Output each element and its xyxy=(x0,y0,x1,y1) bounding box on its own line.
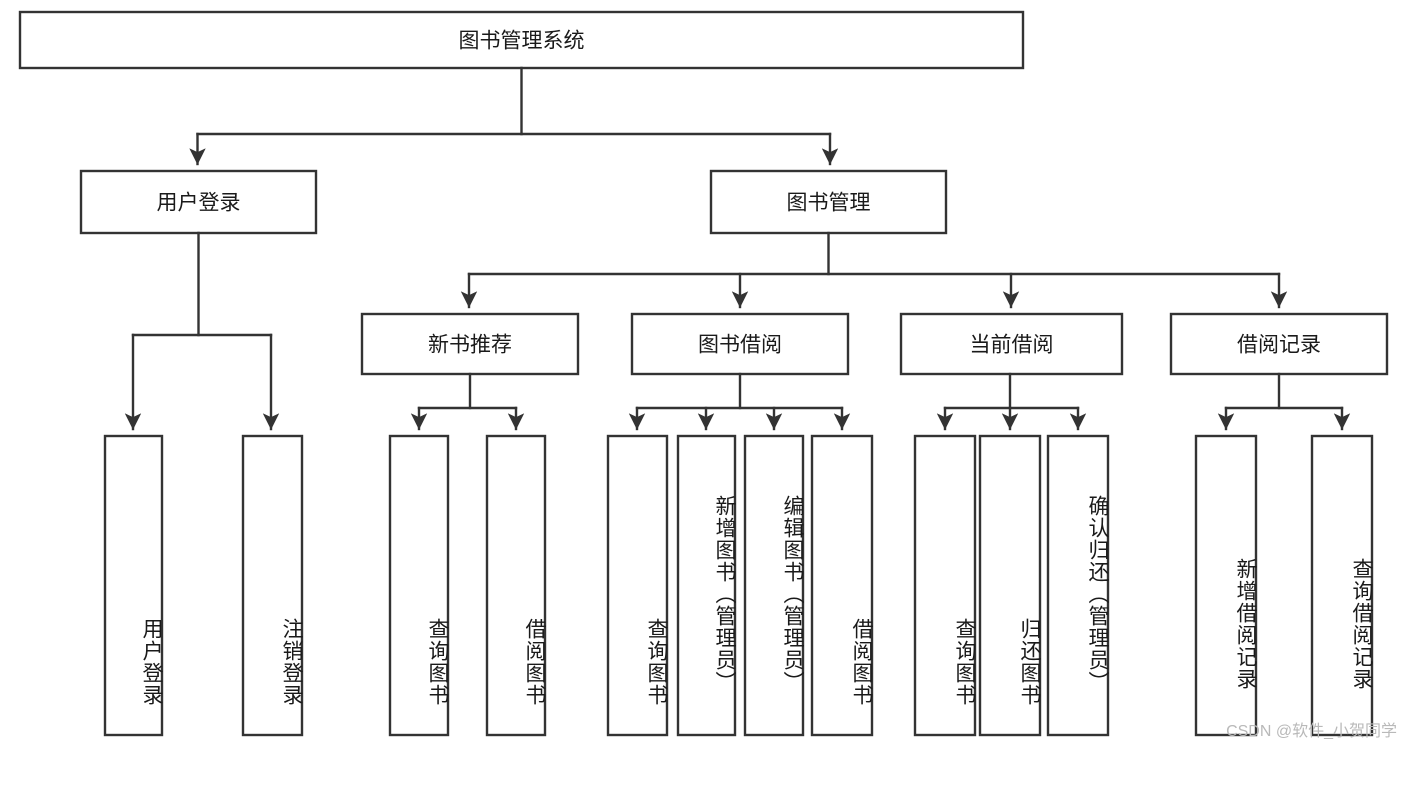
node-borrow-record[interactable] xyxy=(1169,312,1389,376)
label-user-login: 用户登录 xyxy=(157,192,241,215)
leaf-add-book-admin[interactable] xyxy=(676,434,737,737)
hierarchy-diagram: 图书管理系统 用户登录 图书管理 新书推荐 图书借阅 当前借阅 借阅记录 xyxy=(18,10,1389,737)
leaf-query-books-borrow[interactable] xyxy=(606,434,669,737)
label-borrow-record: 借阅记录 xyxy=(1237,334,1321,357)
node-new-book-recommend[interactable] xyxy=(360,312,580,376)
leaf-add-borrow-record[interactable] xyxy=(1194,434,1258,737)
node-current-borrow[interactable] xyxy=(899,312,1124,376)
leaf-borrow-books-newbook[interactable] xyxy=(485,434,547,737)
label-new-book-recommend: 新书推荐 xyxy=(428,334,512,357)
leaf-borrow-book[interactable] xyxy=(810,434,874,737)
label-current-borrow: 当前借阅 xyxy=(970,334,1054,357)
leaf-return-book[interactable] xyxy=(978,434,1042,737)
watermark: CSDN @软件_小贺同学 xyxy=(1226,723,1397,740)
label-book-borrow: 图书借阅 xyxy=(698,334,782,357)
leaf-user-login[interactable] xyxy=(103,434,164,737)
leaf-query-books-current[interactable] xyxy=(913,434,977,737)
node-root[interactable] xyxy=(18,10,1025,70)
label-book-management: 图书管理 xyxy=(787,192,871,215)
node-book-borrow[interactable] xyxy=(630,312,850,376)
leaf-logout[interactable] xyxy=(241,434,304,737)
label-root: 图书管理系统 xyxy=(459,30,585,53)
leaf-edit-book-admin[interactable] xyxy=(743,434,805,737)
leaf-query-books-newbook[interactable] xyxy=(388,434,450,737)
node-book-management[interactable] xyxy=(709,169,948,235)
leaf-query-borrow-record[interactable] xyxy=(1310,434,1374,737)
leaf-confirm-return-admin[interactable] xyxy=(1046,434,1110,737)
diagram-canvas: 图书管理系统 用户登录 图书管理 新书推荐 图书借阅 当前借阅 借阅记录 用户登… xyxy=(18,10,1397,740)
